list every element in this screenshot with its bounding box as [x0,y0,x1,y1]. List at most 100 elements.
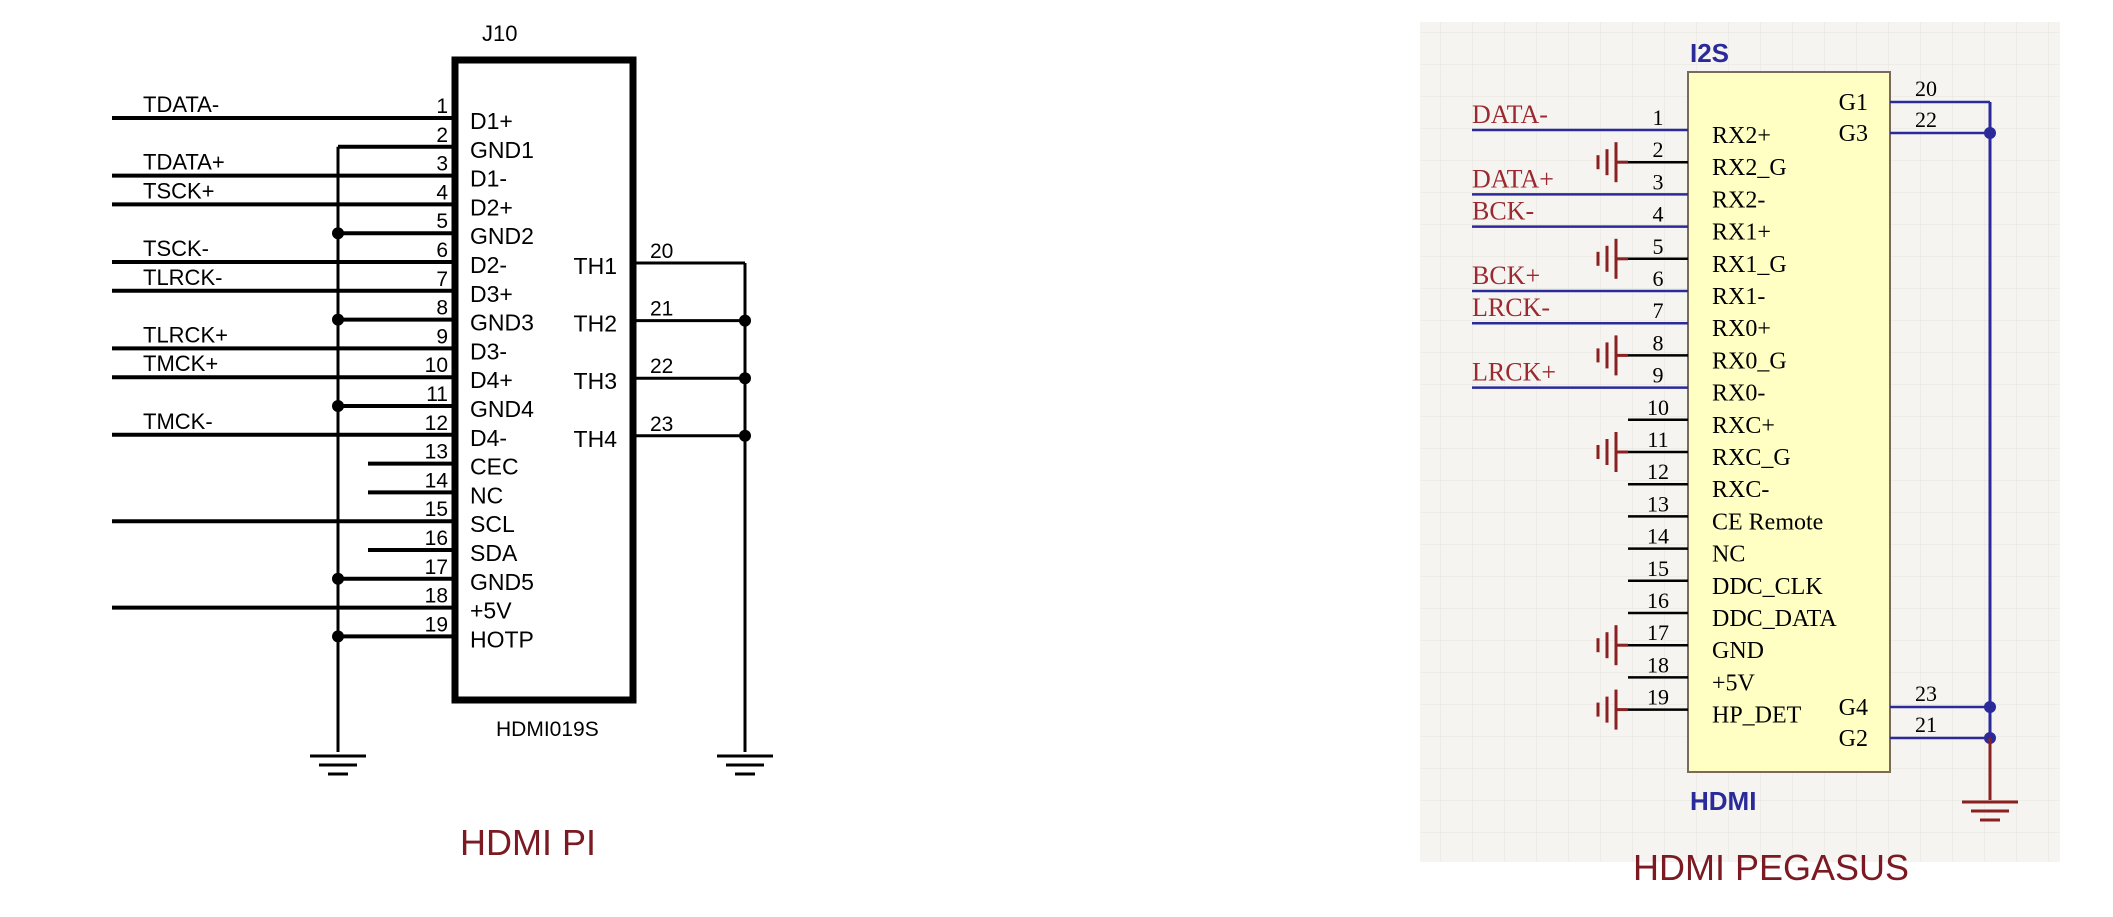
net-label-tlrck: TLRCK- [143,265,222,290]
pin-15-number: 15 [425,498,448,521]
pin-10-label: D4+ [470,367,513,393]
pin-16-number: 16 [1647,588,1669,613]
pin-21-label: TH2 [574,311,617,337]
pin-12-number: 12 [425,412,448,435]
pin-6-number: 6 [436,239,448,262]
pin-16-label: DDC_DATA [1712,606,1837,632]
net-label-tmck: TMCK+ [143,351,218,376]
pin-8-label: GND3 [470,310,534,336]
pin-18-label: +5V [1712,670,1756,696]
pin-8-label: RX0_G [1712,348,1787,374]
net-label-lrck: LRCK+ [1472,358,1556,387]
net-label-tdata: TDATA+ [143,150,225,175]
pin-22-number: 22 [650,355,673,378]
pin-3-label: D1- [470,166,507,192]
pin-7-number: 7 [1653,298,1664,323]
pin-9-label: D3- [470,338,507,364]
pin-1-number: 1 [1653,105,1664,130]
net-label-data: DATA- [1472,100,1548,129]
pin-5-number: 5 [1653,234,1664,259]
pin-7-number: 7 [436,268,448,291]
pin-8-number: 8 [436,297,448,320]
pin-17-label: GND [1712,638,1764,664]
component-title-i2s: I2S [1690,38,1729,68]
pin-13-label: CEC [470,454,519,480]
net-label-data: DATA+ [1472,164,1554,193]
pin-20-number: 20 [1915,76,1937,101]
pin-17-number: 17 [1647,620,1669,645]
pin-18-number: 18 [425,585,448,608]
pin-14-label: NC [470,482,503,508]
pin-11-number: 11 [426,383,448,406]
pin-12-number: 12 [1647,459,1669,484]
pin-23-number: 23 [650,413,673,436]
designator-j10: J10 [482,21,517,46]
pin-12-label: RXC- [1712,477,1769,503]
net-label-bck: BCK+ [1472,261,1540,290]
pin-g1-label: G1 [1839,90,1868,116]
pin-4-number: 4 [1653,202,1664,227]
pin-g4-label: G4 [1839,695,1868,721]
pin-14-number: 14 [425,469,449,492]
hdmi-pi-schematic: J10 1D1+2GND13D1-4D2+5GND26D2-7D3+8GND39… [112,21,773,863]
connector-body-j10 [451,56,637,704]
pin-19-number: 19 [425,613,448,636]
pin-10-label: RXC+ [1712,413,1775,439]
pin-9-number: 9 [1653,363,1664,388]
pin-7-label: D3+ [470,281,513,307]
pin-1-label: RX2+ [1712,123,1771,149]
pin-23-label: TH4 [574,426,618,452]
pin-13-label: CE Remote [1712,509,1823,535]
pin-20-label: TH1 [574,253,617,279]
pin-g2-label: G2 [1839,726,1868,752]
pin-11-label: RXC_G [1712,445,1791,471]
pin-4-number: 4 [436,181,448,204]
pin-2-number: 2 [436,124,448,147]
pin-2-number: 2 [1653,137,1664,162]
pin-6-number: 6 [1653,266,1664,291]
net-label-tsck: TSCK- [143,236,209,261]
pin-17-number: 17 [425,556,448,579]
net-label-tsck: TSCK+ [143,178,215,203]
pin-12-label: D4- [470,425,507,451]
pin-14-label: NC [1712,542,1745,568]
pin-13-number: 13 [1647,491,1669,516]
net-label-lrck: LRCK- [1472,293,1550,322]
pin-5-label: GND2 [470,223,534,249]
pin-15-label: SCL [470,511,515,537]
pin-5-label: RX1_G [1712,252,1787,278]
pin-19-number: 19 [1647,685,1669,710]
pin-3-number: 3 [1653,169,1664,194]
pin-3-number: 3 [436,153,448,176]
pin-19-label: HP_DET [1712,703,1802,729]
pin-9-number: 9 [436,325,448,348]
pin-2-label: GND1 [470,137,534,163]
net-label-bck: BCK- [1472,197,1534,226]
pin-7-label: RX0+ [1712,316,1771,342]
pin-6-label: D2- [470,252,507,278]
pin-14-number: 14 [1647,524,1669,549]
pin-10-number: 10 [1647,395,1669,420]
pin-6-label: RX1- [1712,284,1765,310]
net-label-tdata: TDATA- [143,92,219,117]
pin-g3-label: G3 [1839,121,1868,147]
pin-18-number: 18 [1647,652,1669,677]
pin-8-number: 8 [1653,330,1664,355]
pin-23-number: 23 [1915,681,1937,706]
pin-11-label: GND4 [470,396,534,422]
pin-16-number: 16 [425,527,448,550]
pin-19-label: HOTP [470,626,534,652]
pin-13-number: 13 [425,441,448,464]
hdmi-pegasus-schematic: I2S 1RX2+2RX2_G3RX2-4RX1+5RX1_G6RX1-7RX0… [1420,22,2060,888]
pin-5-number: 5 [436,210,448,233]
pin-17-label: GND5 [470,569,534,595]
pin-18-label: +5V [470,598,512,624]
pin-15-label: DDC_CLK [1712,574,1823,600]
pin-21-number: 21 [1915,712,1937,737]
pin-21-number: 21 [650,298,673,321]
caption-hdmi-pi: HDMI PI [460,822,596,863]
pin-22-label: TH3 [574,368,617,394]
pin-11-number: 11 [1647,427,1668,452]
pin-20-number: 20 [650,240,673,263]
